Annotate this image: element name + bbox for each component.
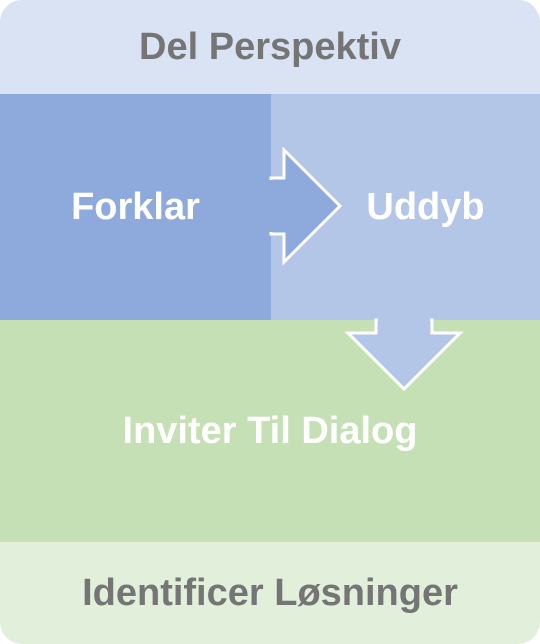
step-identify-solutions: Identificer Løsninger xyxy=(0,542,540,644)
step-explain-label: Forklar xyxy=(71,185,200,228)
step-invite-dialog: Inviter Til Dialog xyxy=(0,320,540,542)
step-share-perspective-label: Del Perspektiv xyxy=(139,25,401,68)
step-explain: Forklar xyxy=(0,94,271,320)
step-share-perspective: Del Perspektiv xyxy=(0,0,540,94)
step-identify-solutions-label: Identificer Løsninger xyxy=(82,571,458,614)
step-elaborate-label: Uddyb xyxy=(366,185,485,228)
step-invite-dialog-label: Inviter Til Dialog xyxy=(122,409,418,452)
